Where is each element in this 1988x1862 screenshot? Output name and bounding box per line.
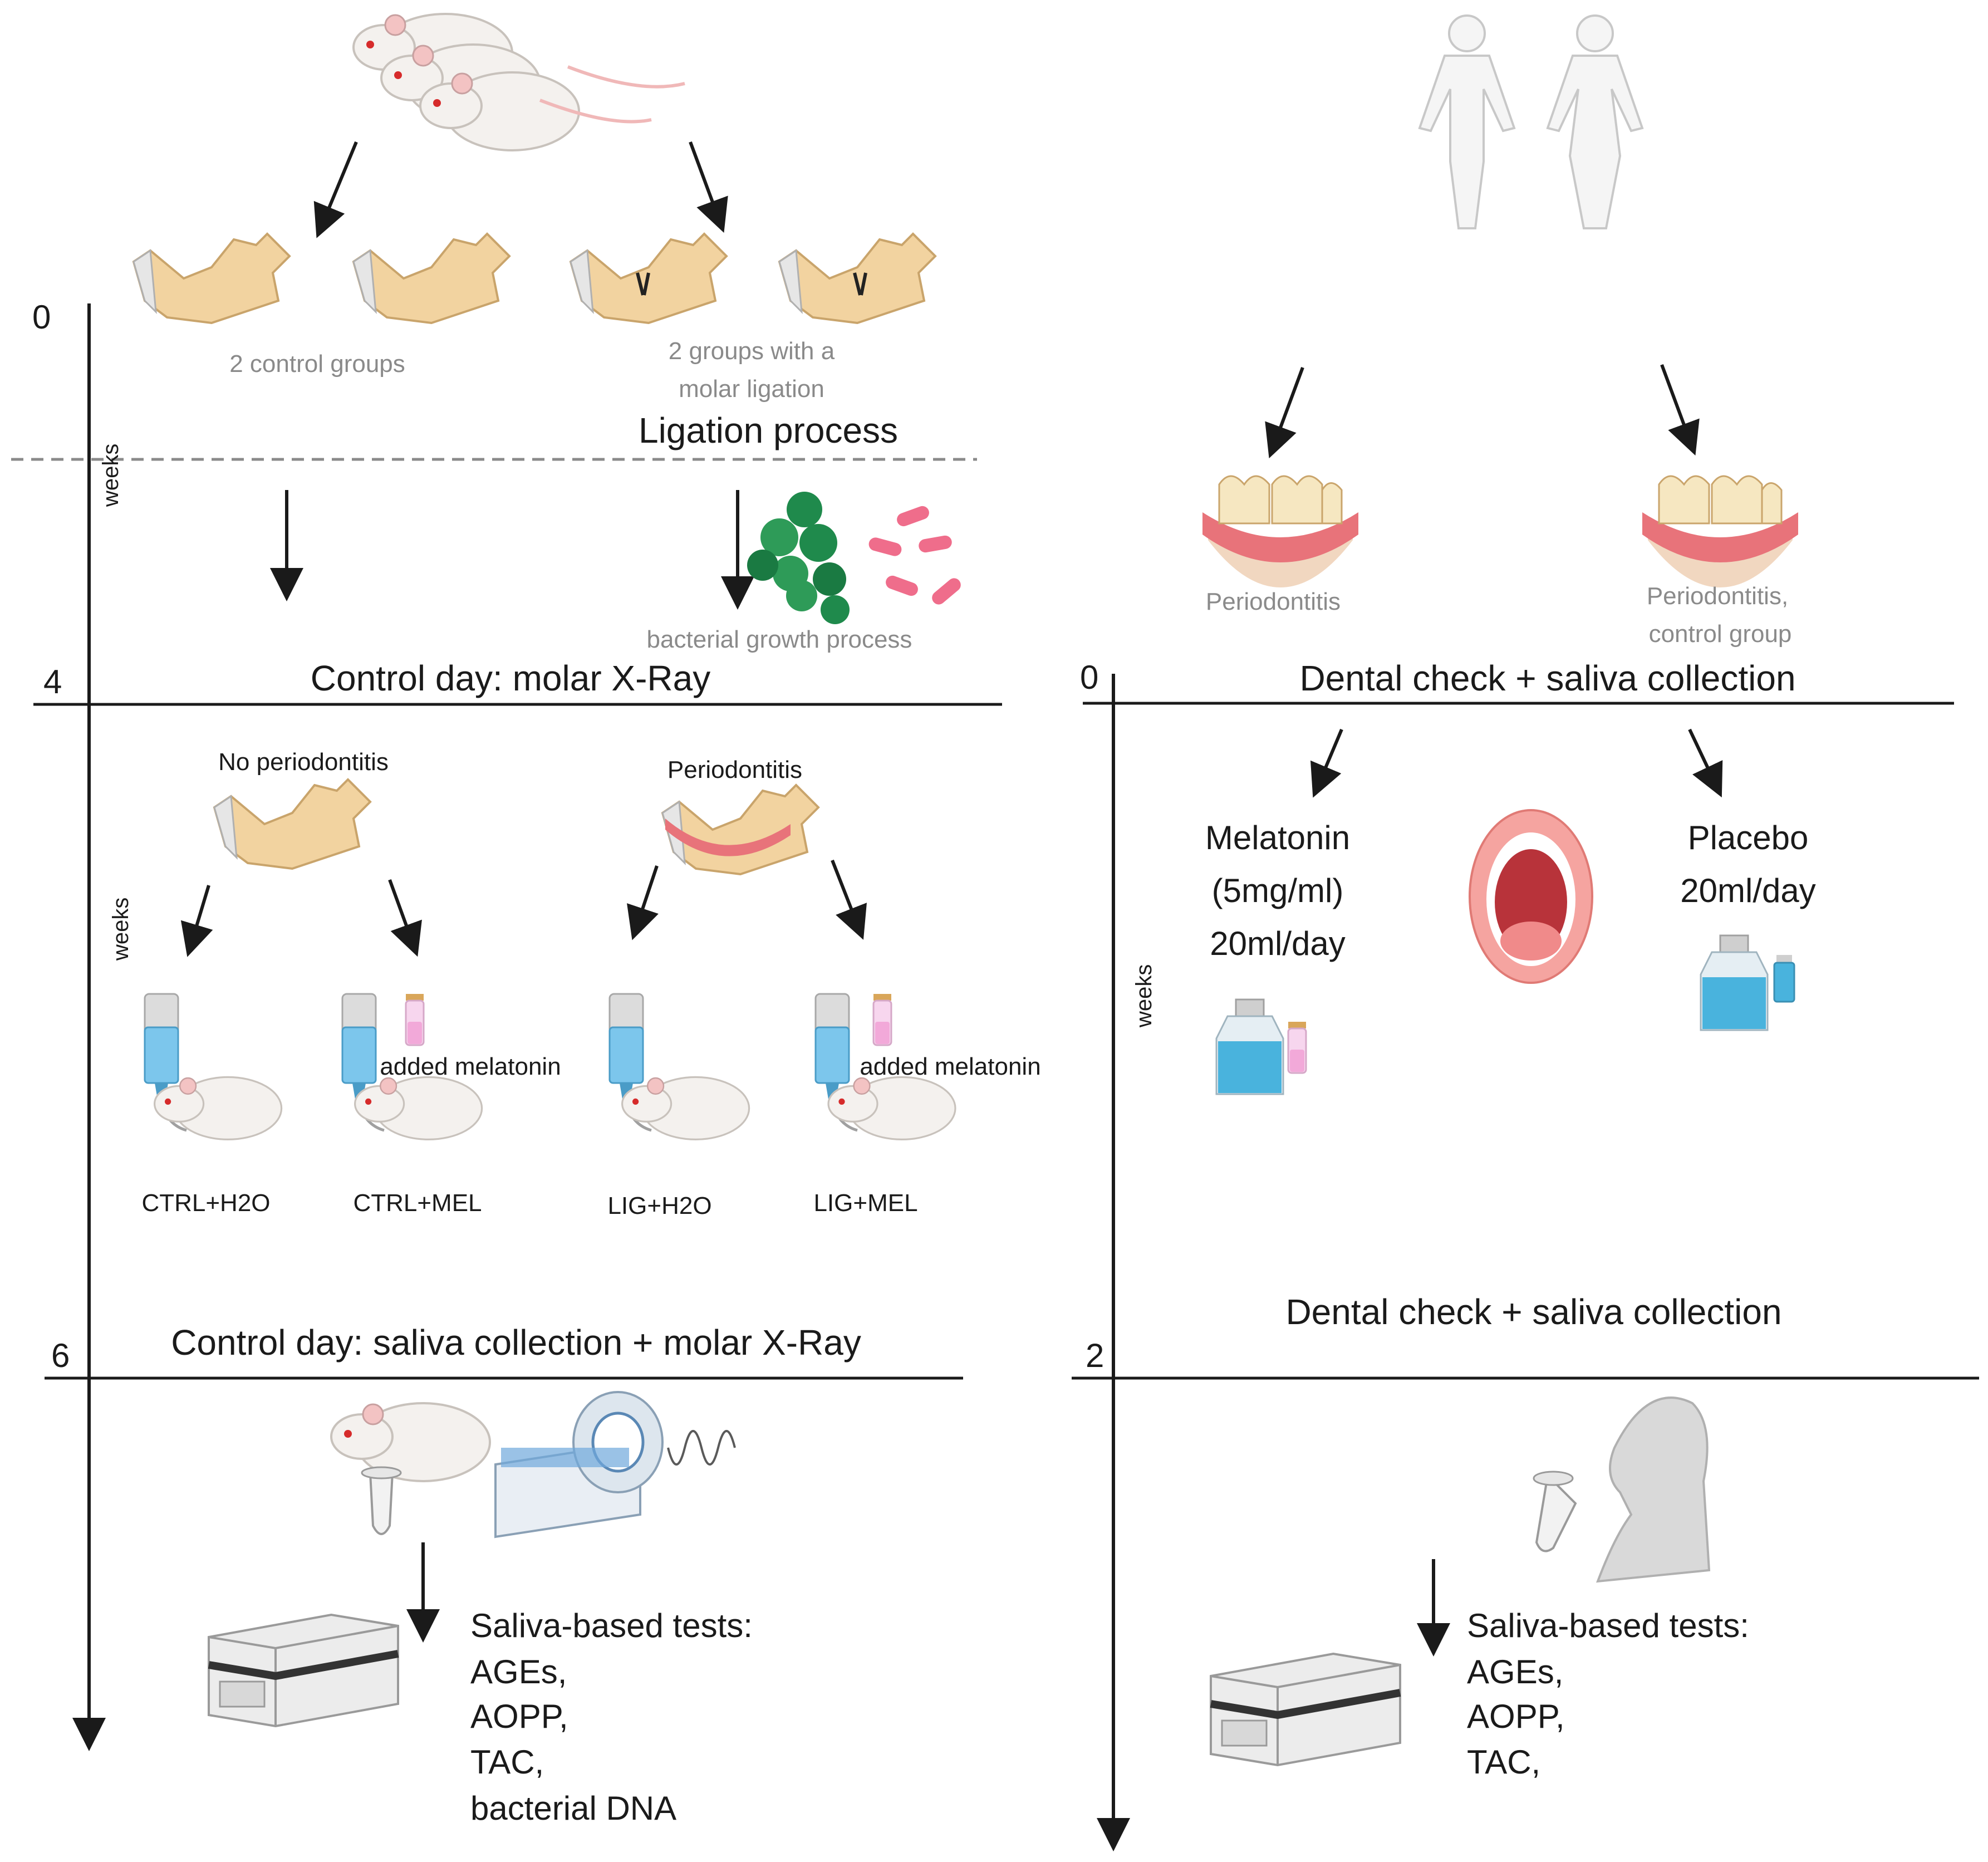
- control-day-xray-label: Control day: molar X-Ray: [311, 658, 710, 698]
- lig-h2o-cage-illustration: [610, 994, 750, 1141]
- arrow-ctrl-h2o: [180, 885, 213, 957]
- rat-lab-analyzer-illustration: [209, 1615, 398, 1726]
- human-saliva-collection-illustration: [1533, 1396, 1711, 1583]
- rat-weeks-label-2: weeks: [109, 898, 133, 961]
- ligation-groups-label-line2: molar ligation: [679, 375, 824, 403]
- arrow-lig-h2o: [627, 865, 659, 940]
- open-mouth-illustration: [1469, 809, 1593, 984]
- group-label-ctrl-h2o: CTRL+H2O: [141, 1189, 270, 1217]
- rat-tick-0: 0: [32, 298, 51, 336]
- rat-test-aopp: AOPP,: [470, 1698, 568, 1735]
- group-label-lig-h2o: LIG+H2O: [607, 1192, 711, 1219]
- human-lab-analyzer-illustration: [1211, 1654, 1400, 1765]
- melatonin-bottles-illustration: [1215, 998, 1307, 1095]
- no-periodontitis-jaw-icon: [213, 778, 371, 870]
- arrow-to-control: [313, 141, 358, 238]
- ligation-process-label: Ligation process: [639, 410, 898, 450]
- added-melatonin-label-ctrl: added melatonin: [380, 1053, 561, 1080]
- group-label-lig-mel: LIG+MEL: [813, 1189, 917, 1217]
- rat-weeks-label-1: weeks: [99, 444, 123, 507]
- placebo-volume: 20ml/day: [1680, 872, 1815, 909]
- dental-check-1-label: Dental check + saliva collection: [1299, 658, 1795, 698]
- rat-tests-title: Saliva-based tests:: [470, 1607, 753, 1644]
- arrow-ctrl-mel: [388, 879, 422, 957]
- added-melatonin-label-lig: added melatonin: [860, 1053, 1040, 1080]
- arrow-to-ligation: [689, 141, 728, 233]
- melatonin-title: Melatonin: [1205, 819, 1350, 856]
- control-groups-label: 2 control groups: [229, 350, 405, 378]
- dental-check-2-label: Dental check + saliva collection: [1285, 1292, 1781, 1332]
- human-tick-0: 0: [1080, 659, 1098, 696]
- periodontitis-control-label-line1: Periodontitis,: [1647, 582, 1788, 610]
- bacterial-growth-label: bacterial growth process: [647, 626, 912, 653]
- human-weeks-label: weeks: [1132, 964, 1156, 1028]
- placebo-title: Placebo: [1688, 819, 1809, 856]
- periodontitis-jaw-icon: [661, 784, 819, 875]
- periodontitis-label: Periodontitis: [667, 756, 802, 783]
- human-figures-illustration: [1418, 14, 1644, 229]
- human-test-tac: TAC,: [1467, 1743, 1540, 1781]
- rat-tick-4: 4: [43, 663, 62, 700]
- arrow-to-periodontitis-control: [1660, 364, 1700, 456]
- human-tick-2: 2: [1086, 1337, 1104, 1374]
- group-label-ctrl-mel: CTRL+MEL: [353, 1189, 482, 1217]
- ligation-groups-label-line1: 2 groups with a: [669, 337, 835, 365]
- periodontitis-human-label: Periodontitis: [1206, 588, 1341, 615]
- periodontitis-teeth-illustration: [1201, 475, 1359, 589]
- rat-test-tac: TAC,: [470, 1743, 544, 1781]
- periodontitis-control-label-line2: control group: [1649, 620, 1792, 648]
- arrow-to-placebo: [1688, 728, 1723, 798]
- melatonin-dose: (5mg/ml): [1212, 872, 1344, 909]
- rat-saliva-collection-illustration: [330, 1402, 491, 1535]
- no-periodontitis-label: No periodontitis: [218, 748, 389, 776]
- bacteria-cluster-illustration: [747, 492, 850, 624]
- rat-test-bacterial-dna: bacterial DNA: [470, 1790, 676, 1827]
- rats-illustration: [352, 13, 685, 151]
- rat-test-ages: AGEs,: [470, 1653, 567, 1690]
- ct-scanner-illustration: [494, 1391, 736, 1538]
- control-jaws-illustration: [132, 233, 511, 324]
- arrow-to-melatonin: [1310, 728, 1343, 798]
- human-test-ages: AGEs,: [1467, 1653, 1563, 1690]
- ctrl-h2o-cage-illustration: [145, 994, 283, 1141]
- human-test-aopp: AOPP,: [1467, 1698, 1565, 1735]
- rat-tick-6: 6: [51, 1337, 70, 1374]
- periodontitis-control-teeth-illustration: [1641, 475, 1799, 589]
- bacteria-rods-illustration: [868, 506, 961, 605]
- arrow-lig-mel: [831, 859, 867, 940]
- placebo-bottles-illustration: [1700, 934, 1795, 1031]
- control-day-saliva-label: Control day: saliva collection + molar X…: [171, 1322, 861, 1363]
- human-tests-title: Saliva-based tests:: [1467, 1607, 1749, 1644]
- melatonin-volume: 20ml/day: [1210, 925, 1345, 962]
- arrow-to-periodontitis: [1265, 366, 1304, 459]
- ligated-jaws-illustration: [570, 233, 936, 324]
